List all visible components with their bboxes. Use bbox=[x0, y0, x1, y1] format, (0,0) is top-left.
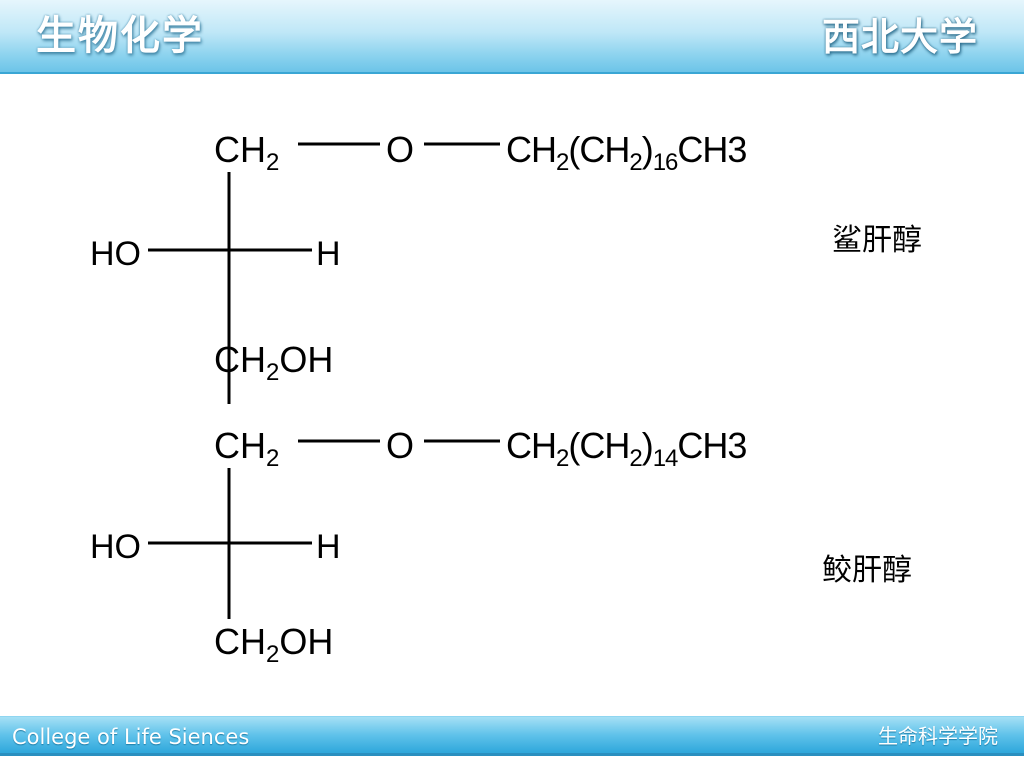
structure-1: CH2 O CH2(CH2)16CH3 HO H CH2OH 鲨肝醇 bbox=[90, 129, 922, 404]
structures-svg: CH2 O CH2(CH2)16CH3 HO H CH2OH 鲨肝醇 CH2 bbox=[90, 129, 922, 668]
structure-1-top-ch2: CH2 bbox=[214, 129, 279, 176]
structure-2-ho-group: HO bbox=[90, 528, 141, 566]
bottom-strip bbox=[0, 756, 1024, 768]
university-logo: 西北大学 bbox=[802, 12, 998, 62]
footer-band: College of Life Siences 生命科学学院 bbox=[0, 716, 1024, 756]
structure-2-name: 鲛肝醇 bbox=[822, 554, 912, 587]
structure-2-alkyl-chain: CH2(CH2)14CH3 bbox=[506, 425, 746, 472]
slide-title: 生物化学 bbox=[36, 13, 204, 59]
footer-school-name: 生命科学学院 bbox=[878, 724, 998, 748]
structure-2: CH2 O CH2(CH2)14CH3 HO H CH2OH 鲛肝醇 bbox=[90, 425, 912, 668]
structure-2-h-atom: H bbox=[316, 528, 341, 566]
chemical-structures-diagram: CH2 O CH2(CH2)16CH3 HO H CH2OH 鲨肝醇 CH2 bbox=[0, 74, 1024, 714]
structure-2-bottom-ch2oh: CH2OH bbox=[214, 621, 333, 668]
university-logo-text: 西北大学 bbox=[821, 15, 978, 59]
structure-1-alkyl-chain: CH2(CH2)16CH3 bbox=[506, 129, 746, 176]
structure-1-ether-o: O bbox=[386, 129, 414, 170]
structure-2-ether-o: O bbox=[386, 425, 414, 466]
header-band: 生物化学 西北大学 bbox=[0, 0, 1024, 74]
structure-1-name: 鲨肝醇 bbox=[832, 224, 922, 257]
structure-1-h-atom: H bbox=[316, 235, 341, 273]
structure-2-top-ch2: CH2 bbox=[214, 425, 279, 472]
structure-1-bottom-ch2oh: CH2OH bbox=[214, 339, 333, 386]
structure-1-ho-group: HO bbox=[90, 235, 141, 273]
footer-college-name: College of Life Siences bbox=[12, 725, 250, 749]
